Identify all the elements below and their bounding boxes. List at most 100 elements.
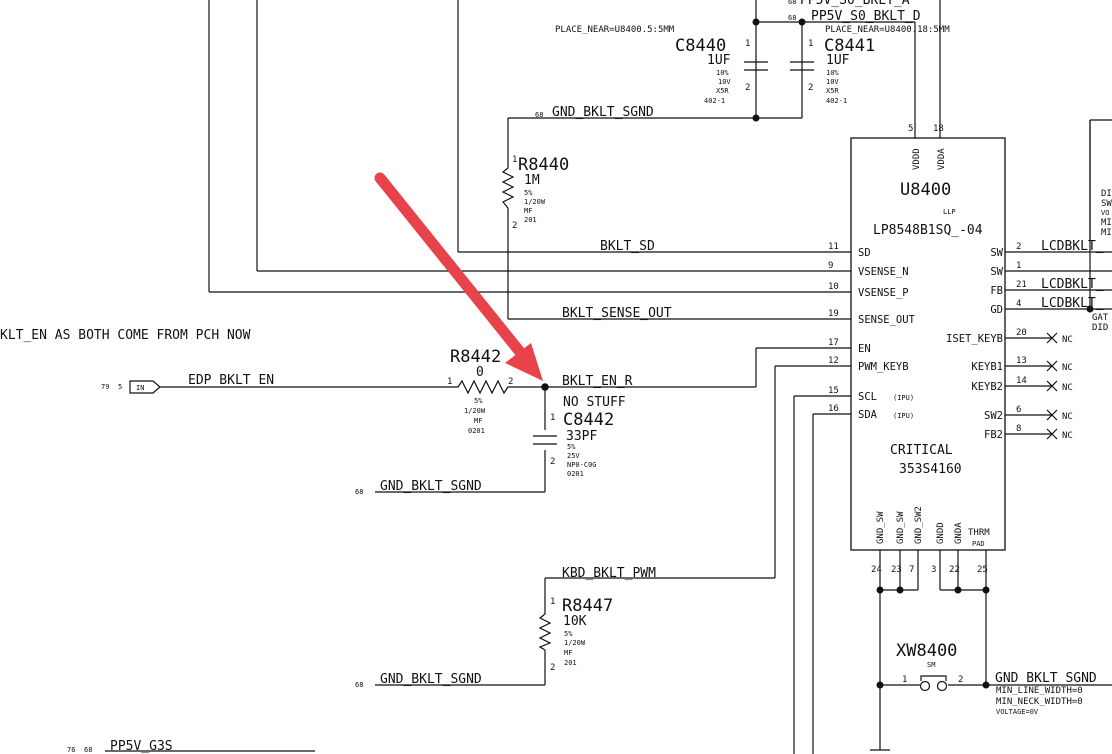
page-ref-68-a: 68 xyxy=(788,0,796,6)
u8400-top-pin-num: 5 xyxy=(908,124,913,134)
right-fragment: SW xyxy=(1101,199,1112,209)
net-label-pp5v-s0-bklt-a: PP5V_S0_BKLT_A xyxy=(800,0,910,8)
nc-x-mark xyxy=(1046,409,1058,421)
shorting-jumper-xw8400: XW8400 SM 1 2 GND_BKLT_SGND MIN_LINE_WID… xyxy=(896,641,1097,716)
page-ref-68-b: 68 xyxy=(788,14,796,22)
right-fragment: MI xyxy=(1101,228,1112,238)
capacitor-c8440: C8440 1 2 1UF 10% 10V X5R 402-1 xyxy=(675,36,768,105)
nc-label: NC xyxy=(1062,363,1073,373)
u8400-left-pin-name: EN xyxy=(858,343,871,355)
r8440-type: MF xyxy=(524,207,532,215)
gnd-prop: MIN_NECK_WIDTH=0 xyxy=(996,697,1083,707)
ic-u8400: U8400 LLP LP8548B1SQ_-04 CRITICAL 353S41… xyxy=(828,124,1027,575)
u8400-right-pin-name: FB xyxy=(990,285,1003,297)
r8442-pin1: 1 xyxy=(447,377,452,387)
r8442-type: MF xyxy=(474,417,482,425)
net-label-gnd-bklt-sgnd-top: GND_BKLT_SGND xyxy=(552,105,654,120)
u8400-right-pin-num: 14 xyxy=(1016,376,1027,386)
net-pp5v-g3s: 76 68 PP5V_G3S xyxy=(67,739,173,754)
c8440-pkg: 402-1 xyxy=(704,97,725,105)
r8447-tol: 5% xyxy=(564,630,573,638)
u8400-bottom-pin-name: GNDD xyxy=(936,522,946,544)
u8400-right-pin-num: 20 xyxy=(1016,328,1027,338)
u8400-right-pin-num: 21 xyxy=(1016,280,1027,290)
u8400-left-pin-name: SD xyxy=(858,247,871,259)
u8400-bottom-pins: 24GND_SW23GND_SW7GND_SW23GNDD22GNDA25THR… xyxy=(871,506,990,575)
nc-label: NC xyxy=(1062,335,1073,345)
u8400-right-pin-num: 2 xyxy=(1016,242,1021,252)
r8447-ref: R8447 xyxy=(562,596,613,616)
u8400-critical: CRITICAL xyxy=(890,443,953,458)
c8441-pkg: 402-1 xyxy=(826,97,847,105)
u8400-left-pin-num: 17 xyxy=(828,338,839,348)
net-label-pp5v-s0-bklt-d: PP5V_S0_BKLT_D xyxy=(811,9,921,24)
page-ref-68-f: 68 xyxy=(84,746,92,754)
mid-net-labels: BKLT_SD BKLT_SENSE_OUT KLT_EN AS BOTH CO… xyxy=(0,239,672,343)
u8400-right-pin-num: 4 xyxy=(1016,299,1021,309)
u8400-bottom-pin-name: GND_SW xyxy=(876,511,886,544)
u8400-left-pin-num: 10 xyxy=(828,282,839,292)
xw8400-ref: XW8400 xyxy=(896,641,957,661)
u8400-left-pin-note: (IPU) xyxy=(893,412,914,420)
net-label-gnd-bklt-sgnd-right: GND_BKLT_SGND xyxy=(995,671,1097,686)
resistor-r8442: R8442 0 1 2 5% 1/20W MF 0201 xyxy=(447,347,516,435)
u8400-bottom-pin-num: 25 xyxy=(977,565,988,575)
input-port-edp-bklt-en: 79 5 IN EDP_BKLT_EN xyxy=(101,373,274,394)
c8440-pin1: 1 xyxy=(745,39,750,49)
u8400-right-pin-name: SW xyxy=(990,247,1003,259)
r8440-power: 1/20W xyxy=(524,198,546,206)
u8400-top-pin-num: 18 xyxy=(933,124,944,134)
net-label-lcdbklt-1: LCDBKLT_ xyxy=(1041,239,1104,254)
xw8400-pin1: 1 xyxy=(902,675,907,685)
u8400-top-pin-name: VDDA xyxy=(937,148,947,170)
r8442-ref: R8442 xyxy=(450,347,501,367)
u8400-left-pin-num: 12 xyxy=(828,356,839,366)
in-port-symbol xyxy=(129,380,161,394)
xw8400-type: SM xyxy=(927,661,935,669)
u8400-left-pin-name: PWM_KEYB xyxy=(858,361,909,373)
c8442-ref: C8442 xyxy=(563,410,614,430)
net-label-edp-bklt-en: EDP_BKLT_EN xyxy=(188,373,274,388)
u8400-bottom-pin-name: GND_SW2 xyxy=(914,506,924,544)
net-label-gnd-bklt-sgnd-low: GND_BKLT_SGND xyxy=(380,672,482,687)
u8400-right-pin-name: GD xyxy=(990,304,1003,316)
c8442-pin1: 1 xyxy=(550,413,555,423)
u8400-body xyxy=(850,137,1006,551)
c8440-value: 1UF xyxy=(707,53,731,68)
u8400-part: LP8548B1SQ_-04 xyxy=(873,223,983,238)
in-port-label: IN xyxy=(136,384,144,392)
u8400-right-pin-name: SW xyxy=(990,266,1003,278)
c8440-diel: X5R xyxy=(716,87,729,95)
c8440-pin2: 2 xyxy=(745,83,750,93)
right-fragment: VO xyxy=(1101,209,1109,217)
xw8400-pin2: 2 xyxy=(958,675,963,685)
r8440-value: 1M xyxy=(524,173,540,188)
u8400-left-pin-name: VSENSE_N xyxy=(858,266,909,278)
r8442-value: 0 xyxy=(476,365,484,380)
right-fragment: DI xyxy=(1101,189,1112,199)
capacitor-c8442: BKLT_EN_R NO STUFF 1 C8442 33PF 5% 25V N… xyxy=(355,374,633,496)
r8442-power: 1/20W xyxy=(464,407,486,415)
r8440-pin1: 1 xyxy=(512,155,517,165)
r8442-pkg: 0201 xyxy=(468,427,485,435)
page-ref-68-c: 68 xyxy=(535,111,543,119)
u8400-left-pin-name: SCL xyxy=(858,391,877,403)
c8441-pin2: 2 xyxy=(808,83,813,93)
page-ref-5: 5 xyxy=(118,383,122,391)
u8400-bottom-pin-num: 3 xyxy=(931,565,936,575)
r8447-value: 10K xyxy=(563,614,587,629)
r8442-tol: 5% xyxy=(474,397,483,405)
nc-x-mark xyxy=(1046,360,1058,372)
r8440-pkg: 201 xyxy=(524,216,537,224)
u8400-left-pin-num: 15 xyxy=(828,386,839,396)
u8400-left-pin-num: 11 xyxy=(828,242,839,252)
u8400-right-pin-num: 1 xyxy=(1016,261,1021,271)
junction-dots xyxy=(541,18,1094,689)
r8447-pin2: 2 xyxy=(550,663,555,673)
net-label-bklt-sense-out: BKLT_SENSE_OUT xyxy=(562,306,672,321)
c8441-pin1: 1 xyxy=(808,39,813,49)
c8442-tol: 5% xyxy=(567,443,576,451)
